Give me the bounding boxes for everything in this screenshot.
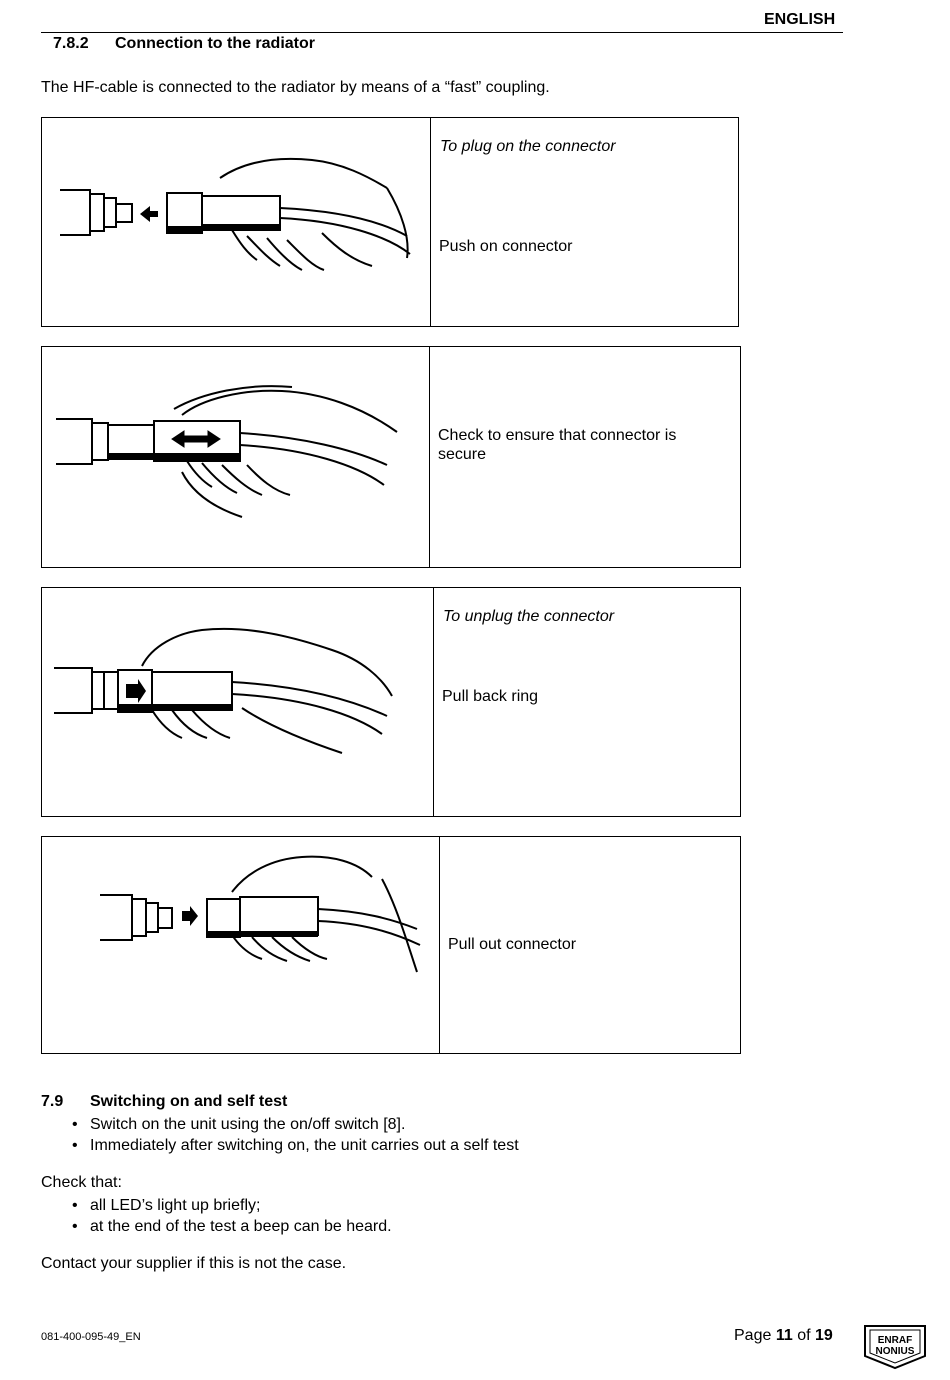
step-push-on: To plug on the connector Push on connect… <box>41 117 739 327</box>
step-pull-out: Pull out connector <box>41 836 741 1054</box>
header-rule <box>41 32 843 33</box>
enraf-nonius-logo: ENRAF NONIUS <box>863 1322 927 1370</box>
section-number: 7.8.2 <box>53 35 89 52</box>
list-item: •Immediately after switching on, the uni… <box>72 1137 519 1154</box>
step-check-secure: Check to ensure that connector is secure <box>41 346 741 568</box>
step-pull-back-ring: To unplug the connector Pull back ring <box>41 587 741 817</box>
check-intro: Check that: <box>41 1174 122 1191</box>
svg-text:NONIUS: NONIUS <box>876 1346 915 1357</box>
check-list: •all LED’s light up briefly; •at the end… <box>69 1195 392 1237</box>
illustration-push-connector <box>42 118 431 326</box>
step-instruction: Push on connector <box>439 238 573 255</box>
current-page: 11 <box>775 1327 793 1344</box>
page-indicator: Page 11 of 19 <box>734 1327 833 1344</box>
svg-text:ENRAF: ENRAF <box>878 1335 912 1346</box>
language-label: ENGLISH <box>764 11 836 28</box>
step-instruction: Check to ensure that connector is secure <box>438 427 677 463</box>
step-caption: To unplug the connector <box>443 608 615 625</box>
section-number: 7.9 <box>41 1093 64 1110</box>
illustration-pull-out-connector <box>42 837 440 1053</box>
total-pages: 19 <box>815 1327 833 1344</box>
section-title: Connection to the radiator <box>115 35 315 52</box>
step-instruction: Pull out connector <box>448 936 577 953</box>
bullet-icon: • <box>72 1197 78 1214</box>
section-heading-7-9: 7.9 Switching on and self test <box>41 1093 287 1111</box>
list-item: •Switch on the unit using the on/off swi… <box>72 1116 406 1133</box>
section-title: Switching on and self test <box>90 1093 288 1110</box>
bullet-icon: • <box>72 1137 78 1154</box>
section-heading-7-8-2: 7.8.2 Connection to the radiator <box>53 35 315 53</box>
illustration-check-connector <box>42 347 430 567</box>
step-instruction: Pull back ring <box>442 688 539 705</box>
switch-on-list: •Switch on the unit using the on/off swi… <box>69 1114 519 1156</box>
step-caption: To plug on the connector <box>440 138 616 155</box>
bullet-icon: • <box>72 1116 78 1133</box>
bullet-icon: • <box>72 1218 78 1235</box>
contact-note: Contact your supplier if this is not the… <box>41 1255 347 1272</box>
document-number: 081-400-095-49_EN <box>41 1331 141 1343</box>
illustration-pull-ring <box>42 588 434 816</box>
list-item: •at the end of the test a beep can be he… <box>72 1218 392 1235</box>
intro-paragraph: The HF-cable is connected to the radiato… <box>41 79 550 96</box>
list-item: •all LED’s light up briefly; <box>72 1197 261 1214</box>
